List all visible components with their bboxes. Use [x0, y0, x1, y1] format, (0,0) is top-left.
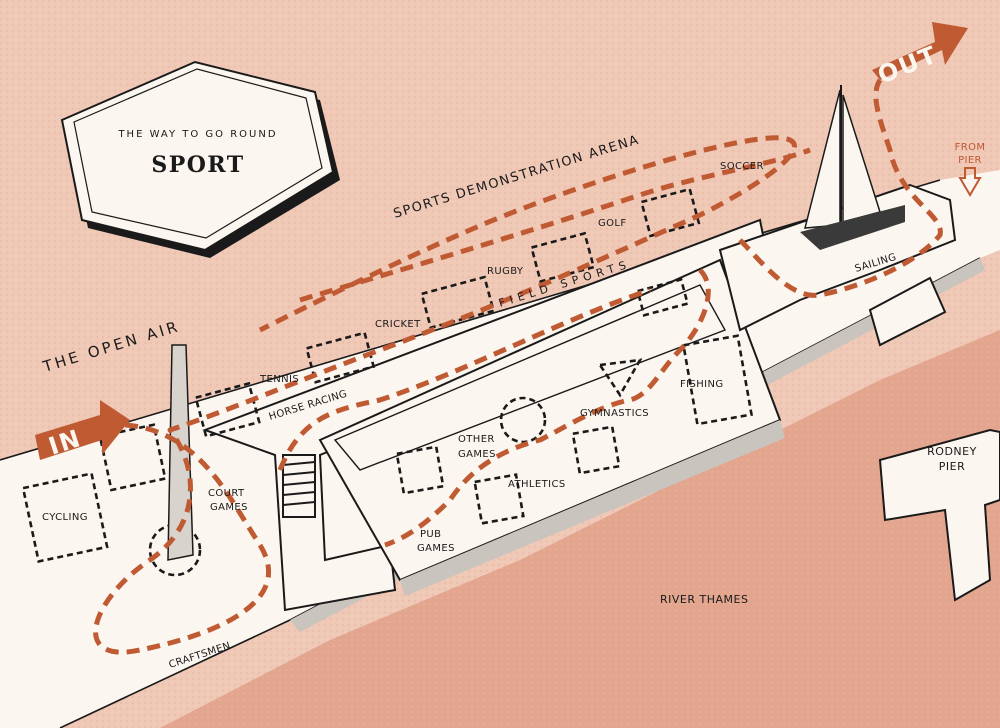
from-pier-label-1: FROM [955, 142, 986, 153]
zone-river: RIVER THAMES [660, 593, 748, 606]
label-athletics: ATHLETICS [508, 479, 566, 490]
river-texture [160, 330, 1000, 728]
stair-block [868, 276, 947, 347]
label-cricket: CRICKET [375, 319, 421, 330]
exhibit-plots [21, 187, 754, 577]
label-pub-games-1: PUB [420, 529, 441, 540]
label-other-games-1: OTHER [458, 434, 495, 445]
label-cycling: CYCLING [42, 512, 88, 523]
sailboat [800, 85, 905, 250]
title-box: THE WAY TO GO ROUND SPORT [60, 60, 340, 258]
zone-rodney-pier-2: PIER [939, 460, 965, 473]
zone-rodney-pier-1: RODNEY [927, 445, 977, 458]
walkway-edge-upper [0, 179, 941, 461]
visitor-route [93, 78, 943, 655]
in-arrow: IN [35, 400, 130, 461]
from-pier-label-2: PIER [958, 155, 982, 166]
label-pub-games-2: GAMES [417, 543, 455, 554]
from-pier-arrow: FROM PIER [955, 142, 986, 197]
inner-court [333, 284, 727, 471]
label-rugby: RUGBY [487, 266, 524, 277]
title-main: SPORT [151, 152, 244, 178]
label-fishing: FISHING [680, 379, 724, 390]
label-court-games-2: GAMES [210, 502, 248, 513]
label-gymnastics: GYMNASTICS [580, 408, 649, 419]
stairs [282, 454, 316, 518]
label-soccer: SOCCER [720, 161, 764, 172]
title-subtitle: THE WAY TO GO ROUND [117, 129, 277, 140]
label-tennis: TENNIS [259, 374, 299, 385]
arena-hall-shadow [400, 420, 785, 596]
label-other-games-2: GAMES [458, 449, 496, 460]
label-court-games-1: COURT [208, 488, 245, 499]
rodney-pier [878, 428, 1000, 602]
label-golf: GOLF [598, 218, 627, 229]
